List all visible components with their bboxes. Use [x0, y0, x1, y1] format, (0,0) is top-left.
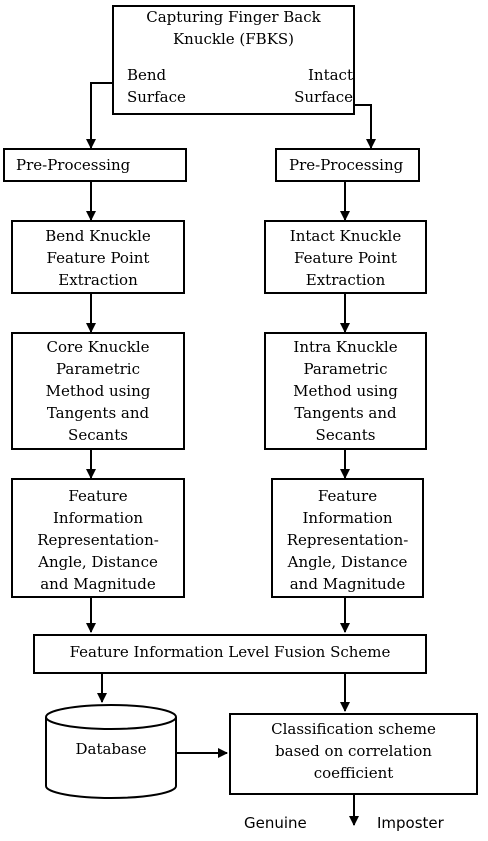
intra-method-box	[264, 332, 427, 450]
database-cylinder	[45, 704, 177, 799]
bend-extraction-label: Bend Knuckle Feature Point Extraction	[45, 227, 151, 289]
intact-extraction-label: Intact Knuckle Feature Point Extraction	[289, 227, 402, 289]
classification-label: Classification scheme based on correlati…	[271, 720, 436, 782]
right-feature-representation-label: Feature Information Representation- Angl…	[286, 487, 409, 593]
fusion-scheme-box	[33, 634, 427, 674]
right-preprocessing-box	[275, 148, 420, 182]
left-feature-representation-box	[11, 478, 185, 598]
arrow-top-to-left-preprocess	[86, 82, 112, 149]
bend-extraction-box	[11, 220, 185, 294]
arrow-top-to-right-preprocess	[355, 104, 376, 149]
right-preprocessing-label: Pre-Processing	[289, 156, 404, 174]
intact-extraction-box	[264, 220, 427, 294]
classification-box	[229, 713, 478, 795]
left-feature-representation-label: Feature Information Representation- Angl…	[37, 487, 159, 593]
core-method-box	[11, 332, 185, 450]
imposter-label: Imposter	[377, 814, 444, 832]
intra-method-label: Intra Knuckle Parametric Method using Ta…	[293, 338, 398, 444]
capture-fbks-title: Capturing Finger Back Knuckle (FBKS)	[146, 8, 321, 48]
intact-surface-label: Intact Surface	[294, 66, 353, 106]
right-feature-representation-box	[271, 478, 424, 598]
genuine-label: Genuine	[244, 814, 307, 832]
fusion-scheme-label: Feature Information Level Fusion Scheme	[69, 643, 391, 661]
core-method-label: Core Knuckle Parametric Method using Tan…	[45, 338, 151, 444]
left-preprocessing-label: Pre-Processing	[16, 156, 131, 174]
left-preprocessing-box	[3, 148, 187, 182]
database-label: Database	[75, 740, 147, 758]
bend-surface-label: Bend Surface	[127, 66, 186, 106]
capture-fbks-box	[112, 5, 355, 115]
